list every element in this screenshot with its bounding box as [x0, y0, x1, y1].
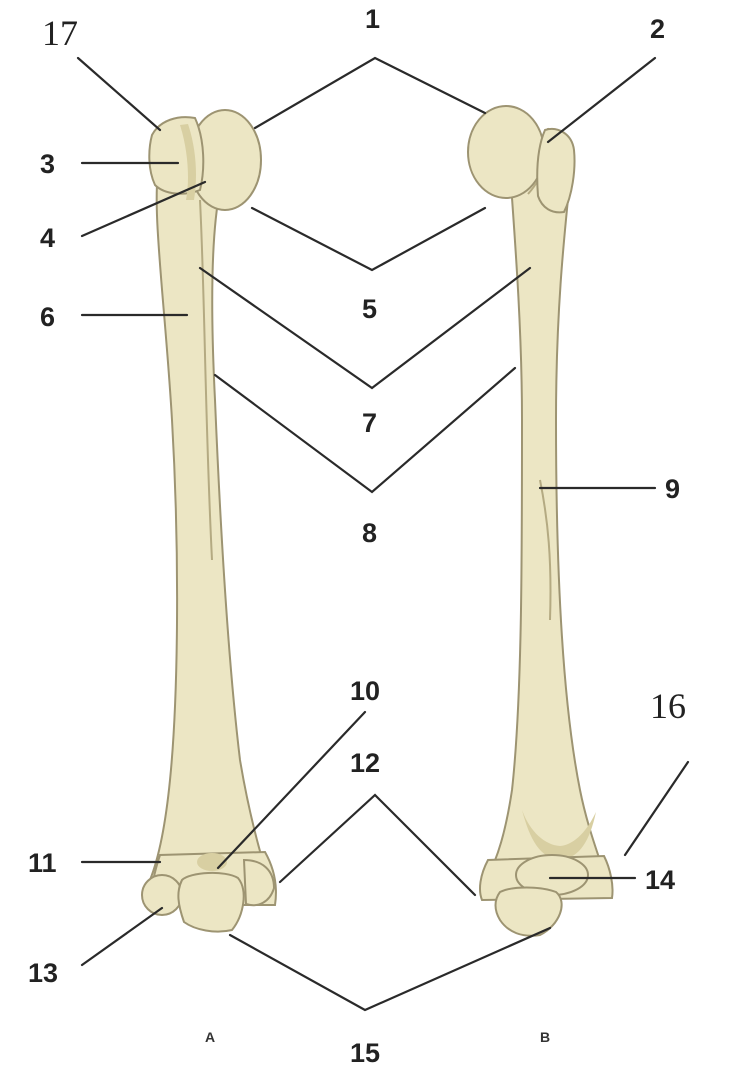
label-6: 6 [40, 302, 55, 332]
label-14: 14 [645, 865, 675, 895]
label-5: 5 [362, 294, 377, 324]
label-12: 12 [350, 748, 380, 778]
label-8: 8 [362, 518, 377, 548]
label-16: 16 [650, 686, 686, 726]
label-13: 13 [28, 958, 58, 988]
label-3: 3 [40, 149, 55, 179]
leader-16 [625, 762, 688, 855]
leader-13 [82, 908, 162, 965]
view-label-b: B [540, 1029, 550, 1045]
label-11: 11 [28, 848, 57, 878]
label-10: 10 [350, 676, 380, 706]
label-15: 15 [350, 1038, 380, 1068]
leader-7 [200, 268, 530, 388]
leader-12 [280, 795, 475, 895]
leader-5 [252, 208, 485, 270]
label-7: 7 [362, 408, 377, 438]
leader-1 [255, 58, 485, 128]
label-2: 2 [650, 14, 665, 44]
leader-15 [230, 928, 550, 1010]
humerus-b-trochlea [496, 888, 562, 936]
leader-17 [78, 58, 160, 130]
humerus-b-greater-tubercle [537, 129, 574, 212]
view-label-a: A [205, 1029, 215, 1045]
label-4: 4 [40, 223, 55, 253]
humerus-anterior-view [142, 110, 276, 932]
label-1: 1 [365, 4, 380, 34]
humerus-b-head [468, 106, 544, 198]
label-9: 9 [665, 474, 680, 504]
humerus-a-trochlea [178, 873, 243, 932]
humerus-posterior-view [468, 106, 613, 936]
leader-2 [548, 58, 655, 142]
label-17: 17 [42, 13, 78, 53]
